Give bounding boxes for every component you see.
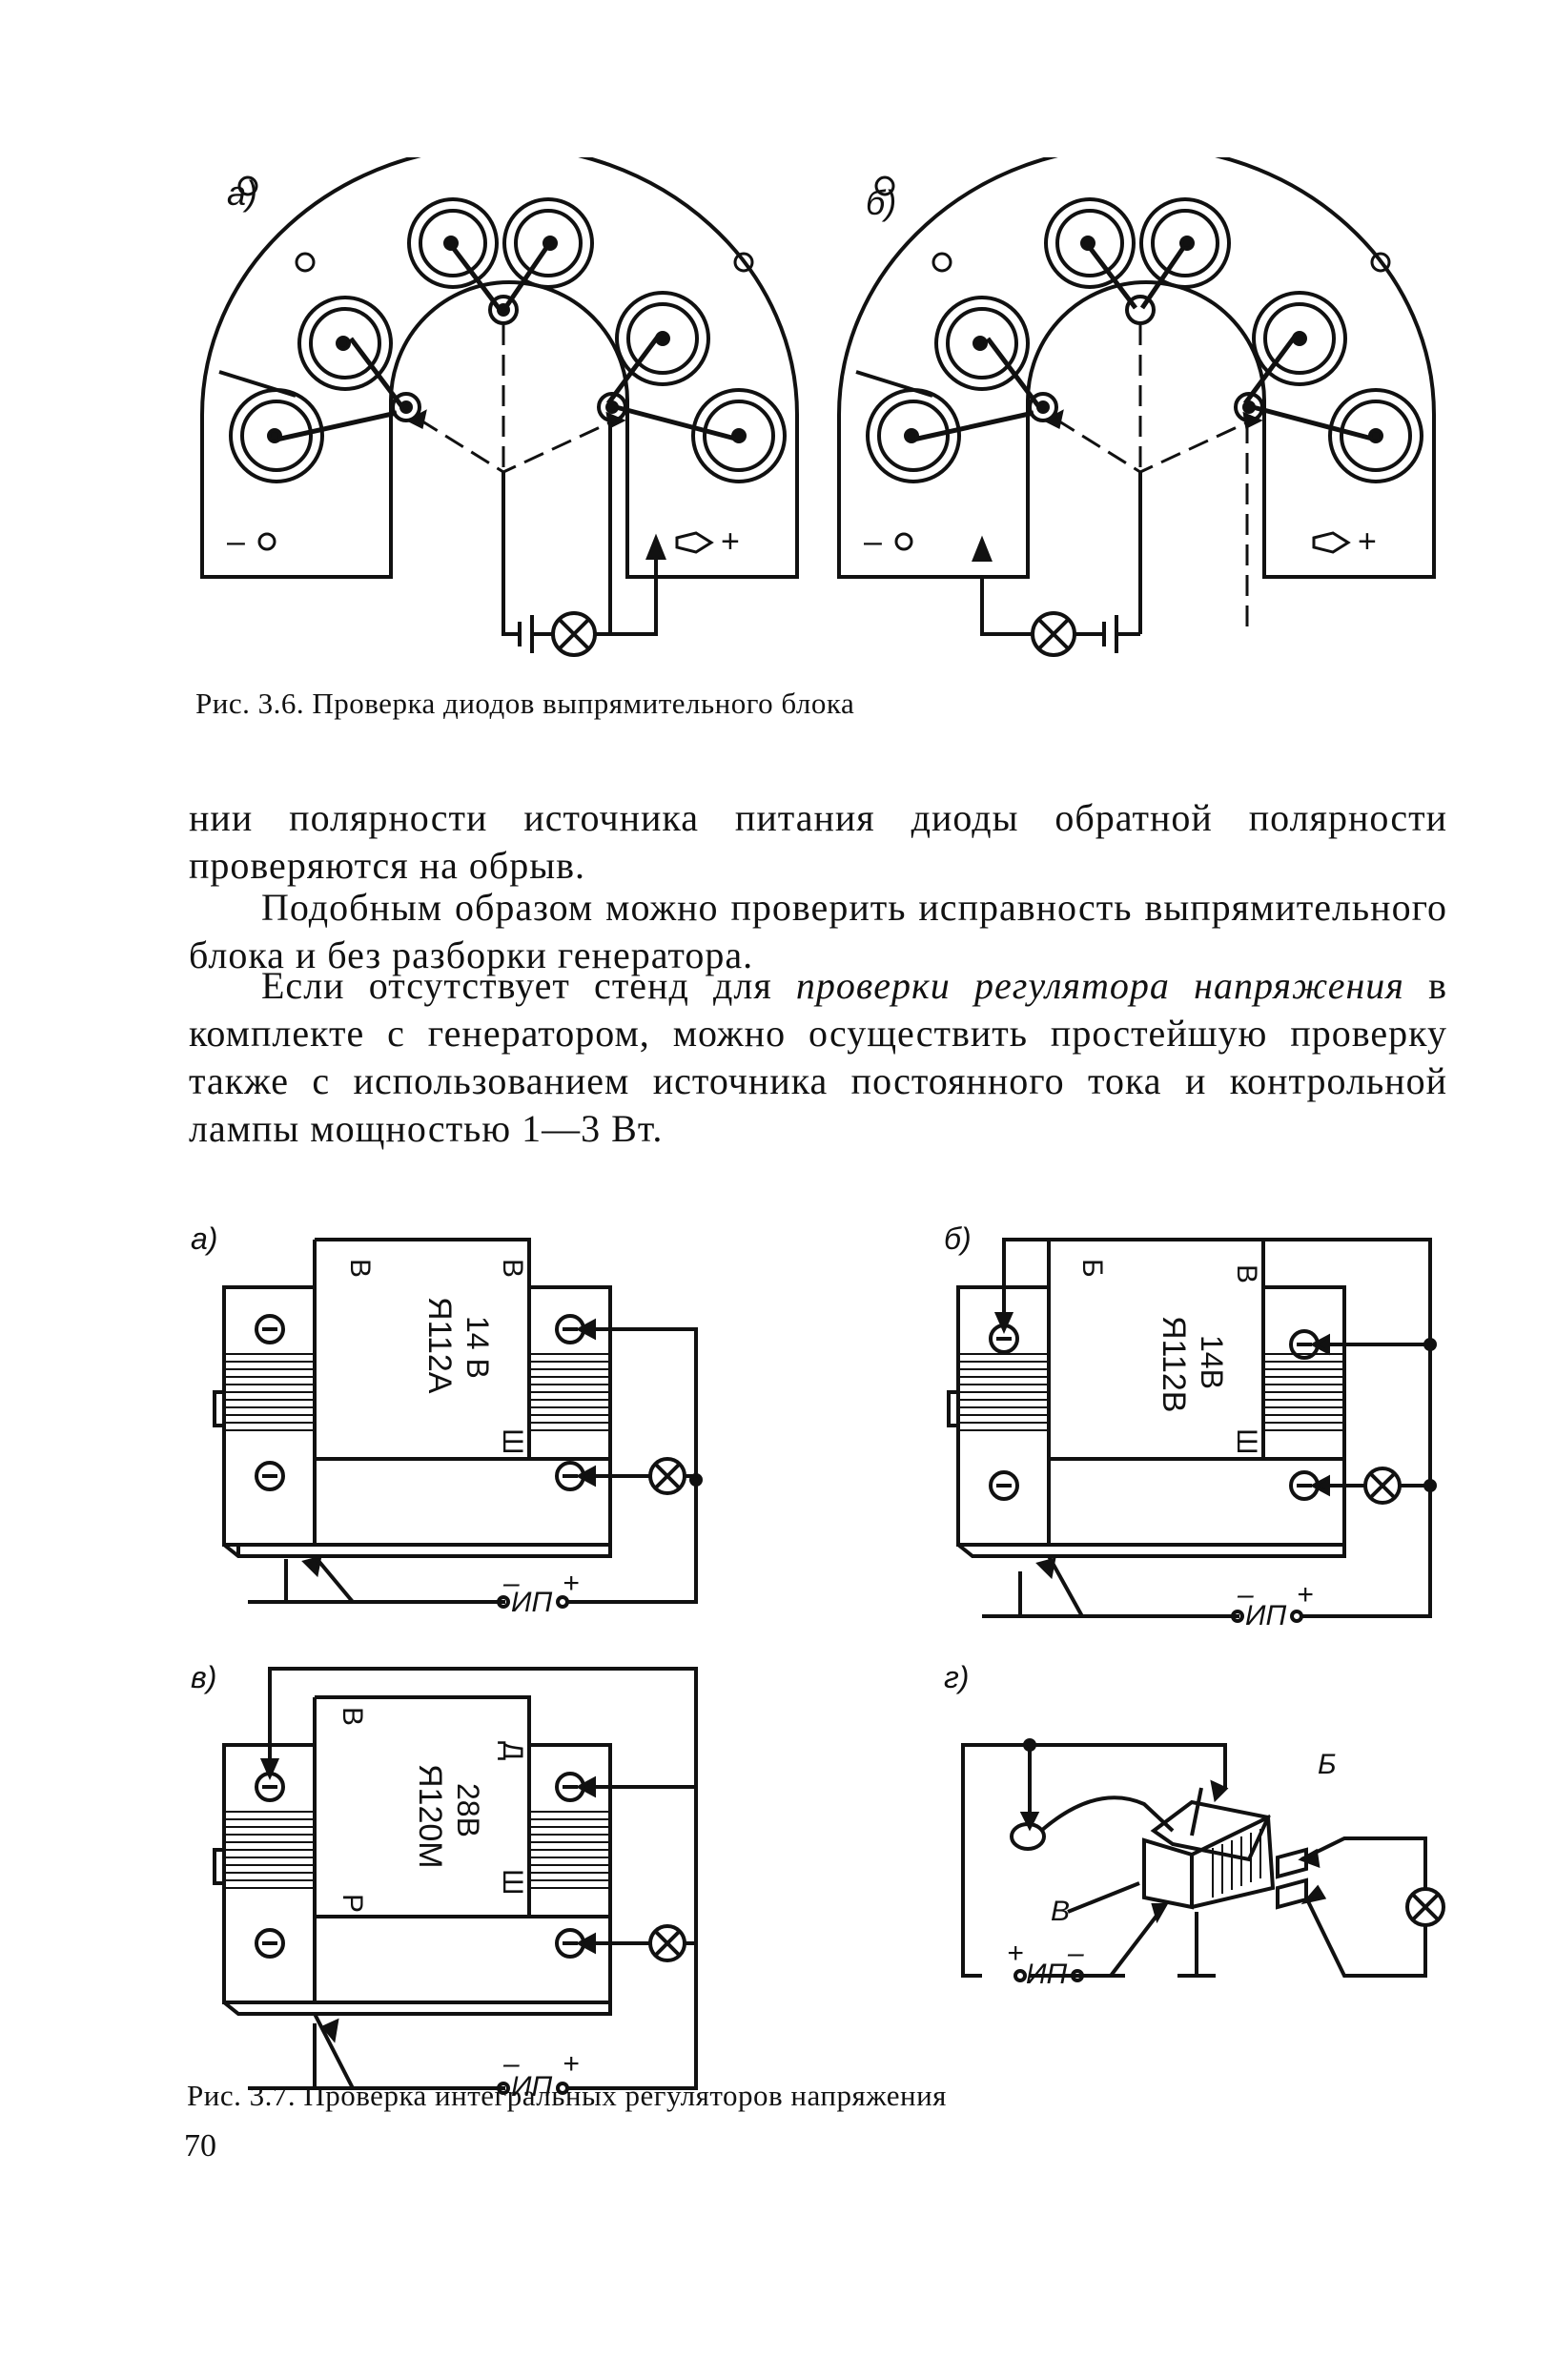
terminal-label-a-tr: В [497, 1259, 528, 1278]
terminal-label-a-br: Ш [497, 1428, 528, 1455]
plus-label-b: + [1358, 523, 1377, 560]
figure-3-6: – + [200, 157, 1436, 657]
minus-label-g: – [1067, 1938, 1084, 1969]
figure-label-b: б) [944, 1221, 972, 1256]
terminal-label-v-bl: Р [337, 1894, 368, 1913]
terminal-eyelets-a [229, 197, 787, 483]
minus-label-b: – [1237, 1579, 1254, 1611]
plus-label-a: + [721, 523, 740, 560]
voltage-label-a: 14 В [461, 1316, 495, 1379]
plus-label-g: + [1007, 1938, 1024, 1969]
terminal-label-b-tl: Б [1076, 1259, 1108, 1278]
rectifier-block-a: – + [200, 157, 799, 657]
source-label-b: ИП [1245, 1600, 1286, 1631]
voltage-label-v: 28В [451, 1783, 485, 1837]
rectifier-block-b: – + [837, 157, 1436, 657]
minus-label-b: – [864, 523, 882, 560]
source-label-g: ИП [1026, 1959, 1067, 1990]
terminal-label-b-br: Ш [1231, 1428, 1262, 1455]
paragraph-1: нии полярности источника питания диоды о… [189, 796, 1447, 887]
model-label-b: Я112В [1156, 1316, 1192, 1412]
source-label-a: ИП [511, 1587, 552, 1618]
figure-label-b: б) [866, 183, 896, 222]
model-label-v: Я120М [412, 1764, 448, 1869]
paragraph-3-start: Если отсутствует стенд для [261, 964, 796, 1007]
source-label-v: ИП [511, 2071, 552, 2103]
callout-label-v: В [1051, 1896, 1070, 1927]
terminal-label-v-br: Ш [497, 1869, 528, 1896]
page-number: 70 [184, 2128, 216, 2164]
regulator-g [961, 1738, 1445, 1982]
figure-label-v: в) [191, 1660, 216, 1694]
test-circuit-a [405, 409, 666, 657]
diode-clips-a [276, 243, 740, 442]
minus-label-a: – [227, 523, 245, 560]
figure-label-a: а) [227, 174, 257, 213]
figure-3-7-caption: Рис. 3.7. Проверка интегральных регулято… [187, 2079, 947, 2112]
test-circuit-b [972, 409, 1263, 657]
paragraph-2: Подобным образом можно проверить исправн… [189, 886, 1447, 976]
regulator-b [947, 1238, 1437, 1623]
voltage-label-b: 14В [1195, 1335, 1229, 1389]
terminal-label-a-tl: В [344, 1259, 376, 1278]
plus-label-v: + [563, 2048, 580, 2080]
terminal-label-v-tr: Д [497, 1741, 528, 1760]
paragraph-3-emphasis: проверки регулятора напряжения [795, 964, 1404, 1007]
paragraph-3-end: в комплекте с генератором, можно осущест… [189, 964, 1447, 1150]
terminal-eyelets-b [866, 197, 1423, 483]
minus-label-a: – [502, 1568, 520, 1599]
plus-label-b: + [1297, 1579, 1314, 1611]
callout-label-b: Б [1318, 1749, 1337, 1780]
figure-3-6-caption: Рис. 3.6. Проверка диодов выпрямительног… [195, 687, 855, 720]
terminal-label-v-tl: В [337, 1707, 368, 1726]
regulator-a [213, 1238, 703, 1609]
figure-label-a: а) [191, 1221, 217, 1256]
figure-3-7: а) б) в) г) В В Ш Я112А 14 В Б В Ш Я112В… [191, 1221, 1445, 2103]
figure-label-g: г) [944, 1660, 969, 1694]
terminal-label-b-tr: В [1231, 1264, 1262, 1283]
regulator-v [213, 1667, 698, 2095]
model-label-a: Я112А [421, 1297, 458, 1394]
paragraph-3: Если отсутствует стенд для проверки регу… [189, 962, 1447, 1153]
minus-label-v: – [502, 2048, 520, 2080]
plus-label-a: + [563, 1568, 580, 1599]
